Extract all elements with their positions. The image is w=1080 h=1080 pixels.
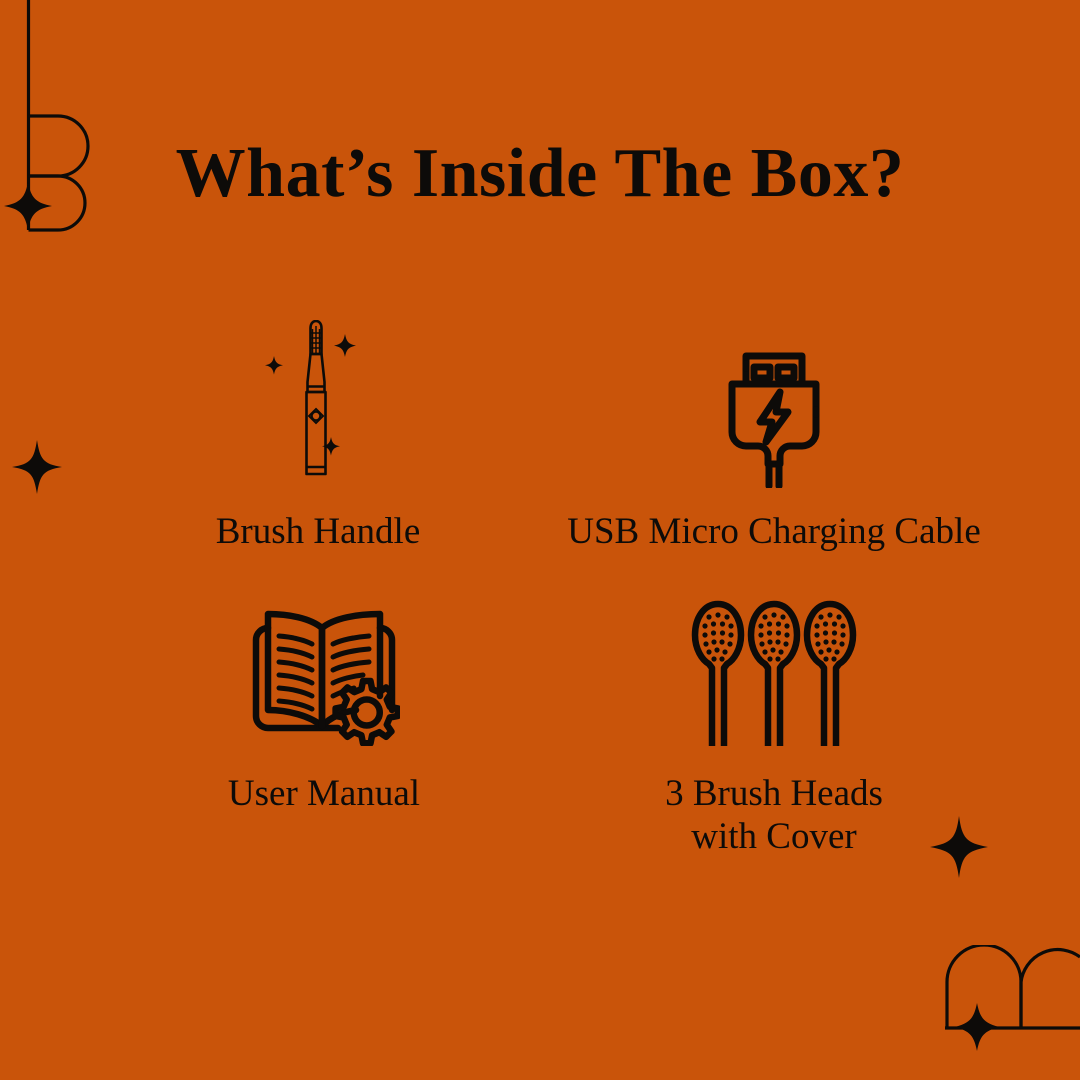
icon-container [255, 320, 381, 488]
item-label: Brush Handle [215, 511, 421, 552]
lightning-bolt-icon [756, 388, 792, 446]
letter-m-outline-decoration [945, 945, 1080, 1051]
page-title: What’s Inside The Box? [175, 135, 905, 212]
item-usb-cable: USB Micro Charging Cable [534, 320, 1014, 580]
item-label: USB Micro Charging Cable [567, 511, 981, 552]
sparkle-star-icon [930, 816, 988, 878]
icon-container [690, 580, 858, 746]
item-brush-handle: Brush Handle [78, 320, 558, 580]
item-label: User Manual [227, 773, 421, 814]
usb-charging-plug-icon [728, 352, 820, 488]
three-brush-heads-icon [690, 598, 858, 746]
sparkle-star-icon [334, 334, 356, 357]
item-user-manual: User Manual [84, 580, 564, 870]
open-book-gear-icon [252, 610, 400, 746]
item-label: 3 Brush Heads with Cover [665, 773, 883, 858]
sparkle-star-icon [265, 356, 283, 375]
gear-icon [332, 677, 400, 746]
sparkle-star-icon [322, 437, 340, 456]
sparkle-star-icon [12, 440, 62, 494]
icon-container [718, 320, 830, 488]
electric-toothbrush-icon [265, 320, 356, 476]
sparkle-star-icon [955, 1003, 999, 1051]
icon-container [248, 580, 400, 746]
box-contents-grid: Brush Handle [60, 320, 1020, 930]
item-brush-heads: 3 Brush Heads with Cover [534, 580, 1014, 870]
